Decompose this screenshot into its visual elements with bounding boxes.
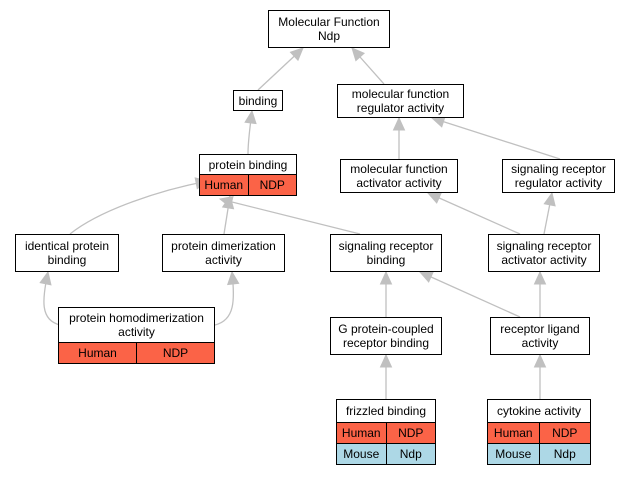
arrowhead	[218, 195, 234, 209]
human-annotation-row: Human NDP	[59, 342, 214, 363]
node-protein-dimerization-activity[interactable]: protein dimerization activity	[162, 234, 285, 272]
human-annotation-row: Human NDP	[488, 422, 590, 443]
arrowhead	[39, 270, 52, 286]
arrowhead	[289, 47, 304, 62]
arrowhead	[392, 116, 406, 131]
human-annotation-row: Human NDP	[337, 422, 435, 443]
node-label: receptor ligand activity	[500, 322, 580, 350]
node-protein-binding[interactable]: protein binding Human NDP	[199, 154, 297, 196]
species-cell: Mouse	[495, 447, 532, 461]
node-label: G protein-coupled receptor binding	[338, 322, 434, 350]
node-molecular-function-activator-activity[interactable]: molecular function activator activity	[340, 159, 458, 193]
node-label: molecular function regulator activity	[351, 87, 450, 115]
gene-cell: Ndp	[538, 444, 591, 464]
node-molecular-function-regulator-activity[interactable]: molecular function regulator activity	[337, 84, 464, 118]
arrowhead	[379, 270, 393, 285]
species-cell: Mouse	[343, 447, 380, 461]
species-cell: Human	[341, 426, 381, 440]
edge-sig_rec_activator-to-mf_activator	[427, 192, 521, 235]
edge-sig_rec_binding-to-protein_binding	[219, 198, 361, 235]
node-frizzled-binding[interactable]: frizzled binding Human NDP Mouse Ndp	[336, 399, 436, 465]
species-cell: Human	[78, 346, 117, 360]
node-molecular-function-ndp[interactable]: Molecular Function Ndp	[268, 10, 390, 48]
node-receptor-ligand-activity[interactable]: receptor ligand activity	[490, 317, 590, 355]
human-annotation-row: Human NDP	[200, 174, 296, 195]
arrowhead	[227, 270, 240, 286]
gene-cell: NDP	[136, 343, 214, 363]
node-identical-protein-binding[interactable]: identical protein binding	[15, 234, 119, 272]
node-label: Molecular Function Ndp	[278, 15, 380, 43]
node-label: protein dimerization activity	[171, 239, 276, 267]
node-label: signaling receptor regulator activity	[511, 162, 606, 190]
node-label: binding	[238, 93, 278, 108]
node-label: molecular function activator activity	[350, 162, 448, 190]
node-binding[interactable]: binding	[233, 90, 283, 111]
mouse-annotation-row: Mouse Ndp	[488, 443, 590, 464]
node-g-protein-coupled-receptor-binding[interactable]: G protein-coupled receptor binding	[330, 317, 442, 355]
arrowhead	[533, 353, 547, 368]
node-signaling-receptor-activator-activity[interactable]: signaling receptor activator activity	[488, 234, 600, 272]
arrowhead	[543, 191, 556, 207]
node-label: frizzled binding	[345, 404, 427, 418]
node-label: signaling receptor binding	[338, 239, 434, 267]
gene-cell: NDP	[538, 423, 591, 443]
species-cell: Human	[493, 426, 533, 440]
arrowhead	[426, 192, 442, 204]
node-label: identical protein binding	[24, 239, 110, 267]
edge-identical_protein-to-protein_binding	[69, 180, 209, 235]
gene-cell: NDP	[247, 175, 297, 195]
mouse-annotation-row: Mouse Ndp	[337, 443, 435, 464]
arrowhead	[244, 109, 257, 125]
gene-cell: NDP	[385, 423, 436, 443]
arrowhead	[351, 47, 365, 62]
node-signaling-receptor-regulator-activity[interactable]: signaling receptor regulator activity	[502, 159, 615, 193]
node-label: protein homodimerization activity	[69, 311, 204, 339]
node-label: signaling receptor activator activity	[496, 239, 592, 267]
edge-sig_rec_regulator-to-mf_regulator	[431, 117, 561, 160]
species-cell: Human	[204, 178, 244, 192]
arrowhead	[418, 271, 434, 283]
node-label: cytokine activity	[496, 404, 582, 418]
gene-cell: Ndp	[385, 444, 436, 464]
arrowhead	[379, 353, 393, 368]
node-label: protein binding	[208, 157, 288, 172]
arrowhead	[533, 270, 547, 285]
edge-receptor_ligand-to-sig_rec_binding	[419, 271, 521, 318]
node-cytokine-activity[interactable]: cytokine activity Human NDP Mouse Ndp	[487, 399, 591, 465]
node-protein-homodimerization-activity[interactable]: protein homodimerization activity Human …	[58, 307, 215, 364]
node-signaling-receptor-binding[interactable]: signaling receptor binding	[330, 234, 442, 272]
